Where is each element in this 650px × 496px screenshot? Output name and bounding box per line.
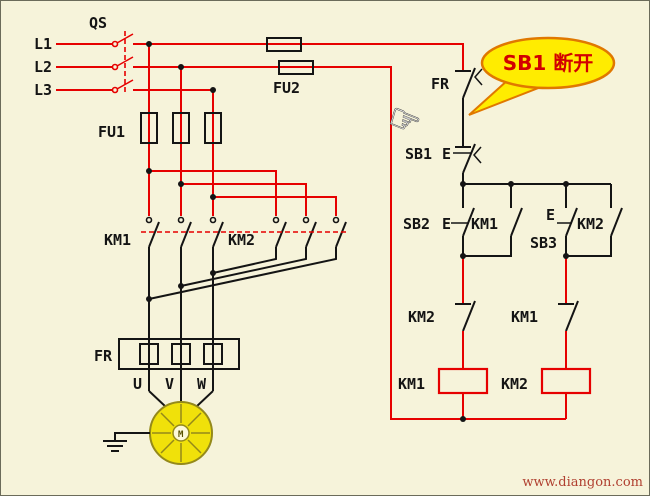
watermark: www.diangon.com: [522, 475, 643, 490]
km2-aux-contact: KM2: [566, 184, 623, 257]
motor: M: [149, 401, 213, 465]
label-fu2: FU2: [273, 79, 300, 97]
sb3-button[interactable]: E SB3: [530, 184, 578, 256]
sb1-button[interactable]: SB1 E: [405, 143, 482, 184]
label-l2: L2: [34, 58, 52, 76]
label-km1-aux: KM1: [471, 215, 498, 233]
km2-main-contacts: KM2: [228, 216, 347, 249]
sb2-button[interactable]: SB2 E: [403, 184, 475, 256]
qs-switch[interactable]: QS: [89, 14, 134, 94]
label-l1: L1: [34, 35, 52, 53]
fu1-fuse: FU1: [98, 112, 222, 144]
label-l3: L3: [34, 81, 52, 99]
sb2-cap-icon: E: [442, 215, 451, 233]
label-sb3: SB3: [530, 234, 557, 252]
km1-coil: KM1: [398, 367, 489, 419]
label-motor: M: [178, 430, 184, 440]
ground-icon: [103, 432, 150, 452]
label-km1-coil: KM1: [398, 375, 425, 393]
phase-labels: U V W: [133, 375, 207, 393]
km1-main-contacts: KM1: [104, 216, 224, 249]
label-w: W: [197, 375, 207, 393]
hand-cursor-icon: ☞: [381, 95, 427, 146]
callout-bubble: SB1 断开: [468, 36, 616, 116]
km2-interlock-contact: KM2: [408, 256, 476, 369]
label-km1-interlock: KM1: [511, 308, 538, 326]
junction-dots: [146, 41, 569, 422]
label-fr-control: FR: [431, 75, 450, 93]
fr-overload-heaters: FR: [94, 338, 240, 370]
sb1-cap-icon: E: [442, 145, 451, 163]
callout-text: SB1 断开: [503, 51, 594, 75]
label-sb2: SB2: [403, 215, 430, 233]
km1-interlock-contact: KM1: [511, 256, 579, 369]
label-km1-main: KM1: [104, 231, 131, 249]
power-lines: L1 L2 L3: [34, 35, 566, 420]
label-fr-main: FR: [94, 347, 113, 365]
label-km2-coil: KM2: [501, 375, 528, 393]
label-sb1: SB1: [405, 145, 432, 163]
label-km2-aux: KM2: [577, 215, 604, 233]
motor-wiring: [148, 247, 337, 408]
km1-aux-contact: KM1: [463, 184, 523, 257]
fu2-fuse: FU2: [266, 37, 314, 97]
fr-nc-contact: FR: [431, 67, 483, 147]
label-km2-interlock: KM2: [408, 308, 435, 326]
svg-text:☞: ☞: [382, 96, 427, 146]
label-fu1: FU1: [98, 123, 125, 141]
sb3-cap-icon: E: [546, 206, 555, 224]
label-km2-main: KM2: [228, 231, 255, 249]
km2-coil: KM2: [501, 367, 592, 419]
label-u: U: [133, 375, 142, 393]
label-v: V: [165, 375, 174, 393]
label-qs: QS: [89, 14, 107, 32]
